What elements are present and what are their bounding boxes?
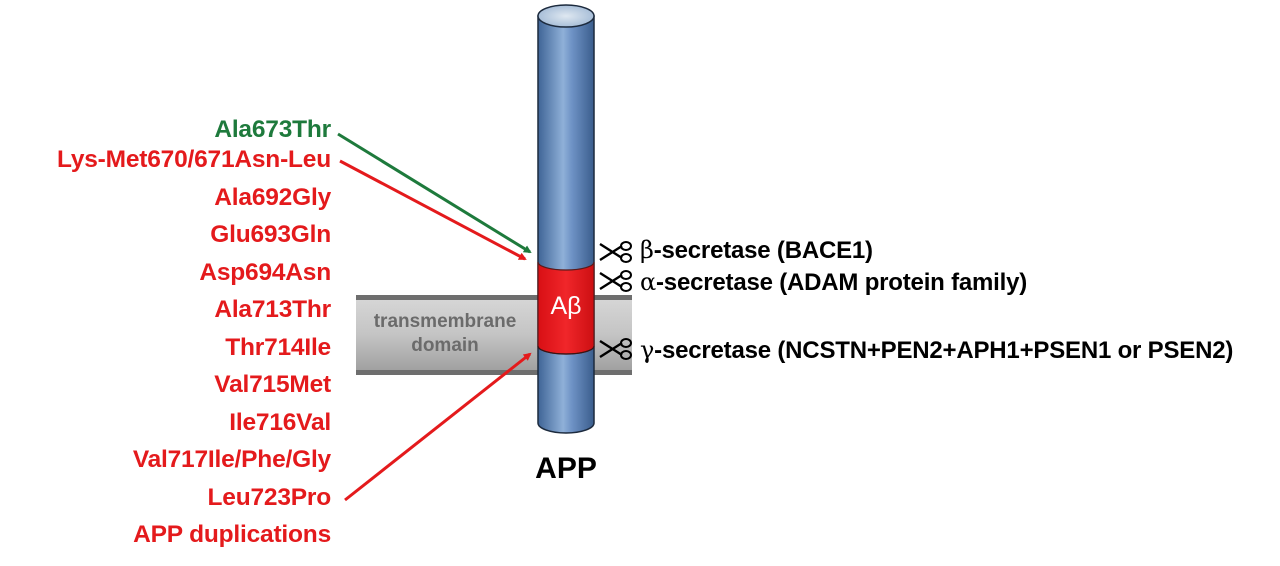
app-label: APP <box>535 452 597 485</box>
mutation-label: Lys-Met670/671Asn-Leu <box>56 146 331 173</box>
secretase-name: -secretase (NCSTN+PEN2+APH1+PSEN1 or PSE… <box>654 337 1234 364</box>
secretase-label-alpha: α-secretase (ADAM protein family) <box>640 268 1027 297</box>
membrane-label: transmembrane domain <box>360 310 530 358</box>
mutation-label: Ile716Val <box>229 409 331 436</box>
mutation-label: Ala692Gly <box>214 184 331 211</box>
app-cylinder <box>537 4 595 434</box>
greek-letter: α <box>640 268 657 296</box>
greek-letter: γ <box>640 336 655 364</box>
greek-letter: β <box>640 236 654 264</box>
secretase-label-gamma: γ-secretase (NCSTN+PEN2+APH1+PSEN1 or PS… <box>640 336 1233 365</box>
mutation-label: Glu693Gln <box>210 221 331 248</box>
abeta-label: Aβ <box>550 292 582 320</box>
mutation-label: Val715Met <box>214 371 331 398</box>
abeta-segment <box>537 261 595 355</box>
secretase-name: -secretase (BACE1) <box>653 237 873 264</box>
secretase-label-beta: β-secretase (BACE1) <box>640 236 873 265</box>
scissors-icon <box>599 338 632 360</box>
mutation-label: Thr714Ile <box>225 334 331 361</box>
scissors-icon <box>599 241 632 263</box>
scissors-icon <box>599 270 632 292</box>
arrow-lys-met670 <box>339 159 527 261</box>
membrane-label-line1: transmembrane <box>373 311 517 332</box>
arrow-ala673thr <box>337 132 532 254</box>
mutation-label: APP duplications <box>133 521 331 548</box>
mutation-label: Leu723Pro <box>207 484 332 511</box>
mutation-label: Ala713Thr <box>214 296 331 323</box>
mutation-label: Asp694Asn <box>199 259 331 286</box>
mutation-label: Val717Ile/Phe/Gly <box>132 446 331 473</box>
membrane-label-line2: domain <box>411 335 479 356</box>
arrow-leu723pro <box>344 352 532 502</box>
mutation-label: Ala673Thr <box>214 116 331 143</box>
secretase-name: -secretase (ADAM protein family) <box>656 269 1028 296</box>
